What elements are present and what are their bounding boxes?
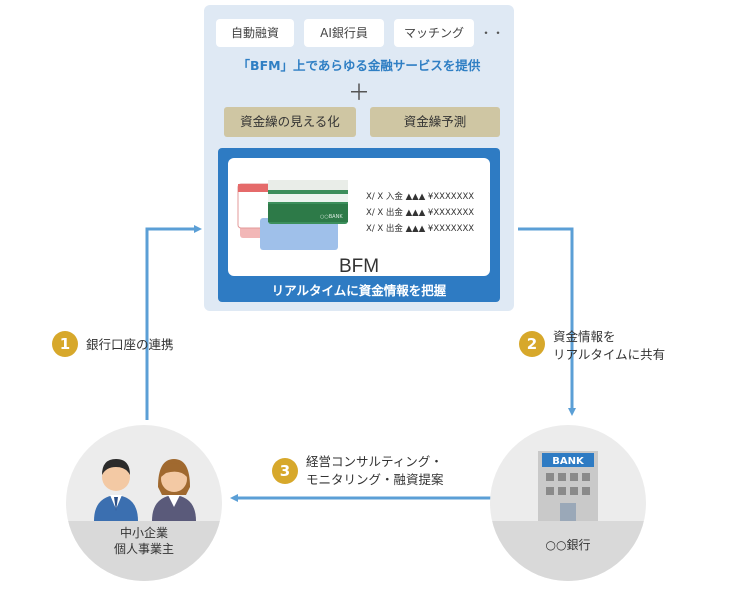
step-2-line: 資金情報を xyxy=(553,329,616,344)
plus-sign: ＋ xyxy=(347,81,370,106)
step-2-line: リアルタイムに共有 xyxy=(553,347,666,362)
step-3-line: 経営コンサルティング・ xyxy=(306,454,443,469)
step-1-label: 銀行口座の連携 xyxy=(86,337,174,352)
bank-circle: BANK ○○銀行 xyxy=(490,425,646,581)
circle-base xyxy=(490,521,646,581)
bfm-caption: リアルタイムに資金情報を把握 xyxy=(271,283,447,298)
feature-cashflow-forecast: 資金繰予測 xyxy=(370,107,500,137)
transaction-row: X/ X 入金 ▲▲▲ ¥XXXXXXX xyxy=(366,192,475,202)
business-people-icon xyxy=(94,459,196,521)
bfm-screen: ○○BANK X/ X 入金 ▲▲▲ ¥XXXXXXX X/ X 出金 ▲▲▲ … xyxy=(228,158,490,277)
service-auto-loan: 自動融資 xyxy=(216,19,294,47)
bfm-label: BFM xyxy=(338,256,380,277)
sme-label: 中小企業 個人事業主 xyxy=(66,525,222,557)
step-3-badge: 3 xyxy=(272,458,298,484)
services-tagline: 「BFM」上であらゆる金融サービスを提供 xyxy=(237,58,481,73)
bank-building-icon: BANK xyxy=(538,451,598,521)
step-3-label: 経営コンサルティング・ モニタリング・融資提案 xyxy=(306,453,444,489)
step-3-line: モニタリング・融資提案 xyxy=(306,472,444,487)
bfm-box: ○○BANK X/ X 入金 ▲▲▲ ¥XXXXXXX X/ X 出金 ▲▲▲ … xyxy=(218,148,500,302)
step-2-label: 資金情報を リアルタイムに共有 xyxy=(553,328,665,364)
step-1-badge: 1 xyxy=(52,331,78,357)
arrow-link-accounts xyxy=(145,225,202,420)
sme-circle: 中小企業 個人事業主 xyxy=(66,425,222,581)
arrow-share-info xyxy=(518,227,576,416)
sme-label-line: 個人事業主 xyxy=(113,542,174,556)
step-2-badge: 2 xyxy=(519,331,545,357)
bank-sign: BANK xyxy=(552,456,585,467)
bank-label: ○○銀行 xyxy=(545,538,591,552)
transaction-row: X/ X 出金 ▲▲▲ ¥XXXXXXX xyxy=(366,224,475,234)
sme-label-line: 中小企業 xyxy=(119,526,168,540)
service-ai-banker: AI銀行員 xyxy=(304,19,384,47)
bank-cards-illustration: ○○BANK xyxy=(237,180,348,250)
more-services-dots: ・・ xyxy=(480,26,505,40)
service-matching: マッチング xyxy=(394,19,474,47)
circle-base xyxy=(66,521,222,581)
feature-cashflow-visualization: 資金繰の見える化 xyxy=(224,107,356,137)
transaction-row: X/ X 出金 ▲▲▲ ¥XXXXXXX xyxy=(366,208,475,218)
card-bank-name: ○○BANK xyxy=(320,214,343,220)
